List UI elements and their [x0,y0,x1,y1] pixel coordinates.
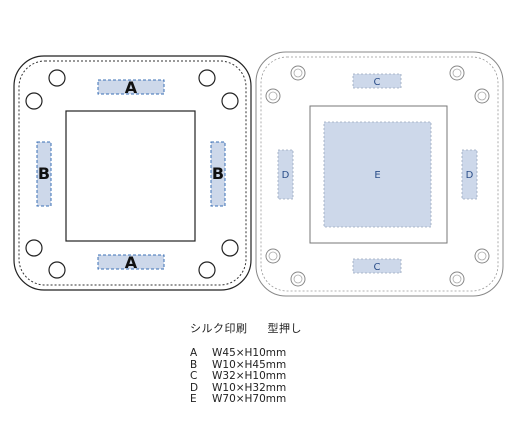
zone-e-center [323,121,432,228]
left-center-window [65,110,196,242]
legend-size: W10×H32mm [212,381,287,394]
zone-d-right-label: D [466,170,474,181]
zone-b-right [210,141,226,207]
zone-a-top [97,79,165,95]
zone-b-right-label: B [212,164,224,183]
zone-d-left [277,149,294,200]
right-coaster-stitch [260,56,499,292]
hole-icon [221,92,239,110]
method-silk-label: シルク印刷 [190,322,248,335]
zone-c-top-label: C [374,77,381,88]
legend-row: A W45×H10mm [190,347,390,360]
hole-icon [474,88,490,104]
legend: シルク印刷 型押し A W45×H10mm B W10×H45mm C W32×H10m… [190,320,390,406]
hole-icon [290,271,306,287]
zone-d-right [461,149,478,200]
legend-header: シルク印刷 型押し [190,320,390,336]
hole-icon [48,69,66,87]
hole-icon [48,261,66,279]
hole-icon [290,65,306,81]
zone-a-bottom-label: A [125,253,138,272]
legend-key: D [190,381,199,394]
hole-icon [449,65,465,81]
legend-size: W32×H10mm [212,370,287,382]
zone-c-bottom [352,258,402,274]
zone-b-left-label: B [38,164,50,183]
hole-icon [221,239,239,257]
zone-e-center-label: E [374,170,380,181]
hole-icon [265,88,281,104]
hole-icon [25,92,43,110]
hole-icon [474,248,490,264]
legend-row: D W10×H32mm [190,381,390,395]
method-stamp-label: 型押し [267,322,302,335]
legend-size: W10×H45mm [212,358,287,371]
legend-key: C [190,370,198,382]
hole-icon [265,248,281,264]
left-coaster-stitch [18,60,247,286]
right-coaster: C C D D E [255,51,504,297]
zone-a-bottom [97,254,165,270]
legend-key: A [190,347,198,359]
hole-icon [198,69,216,87]
legend-row: B W10×H45mm [190,358,390,372]
hole-icon [25,239,43,257]
zone-b-left [36,141,52,207]
zone-c-bottom-label: C [374,262,381,273]
zone-a-top-label: A [125,78,138,97]
zone-c-top [352,73,402,89]
legend-row: E W70×H70mm [190,393,390,406]
legend-size: W45×H10mm [212,347,287,359]
legend-size: W70×H70mm [212,393,287,405]
left-coaster: A A B B [13,55,252,291]
legend-key: E [190,393,197,405]
hole-icon [449,271,465,287]
legend-list: A W45×H10mm B W10×H45mm C W32×H10mm D W10×H3… [190,347,390,406]
legend-key: B [190,358,198,371]
hole-icon [198,261,216,279]
zone-d-left-label: D [282,170,290,181]
legend-row: C W32×H10mm [190,370,390,383]
